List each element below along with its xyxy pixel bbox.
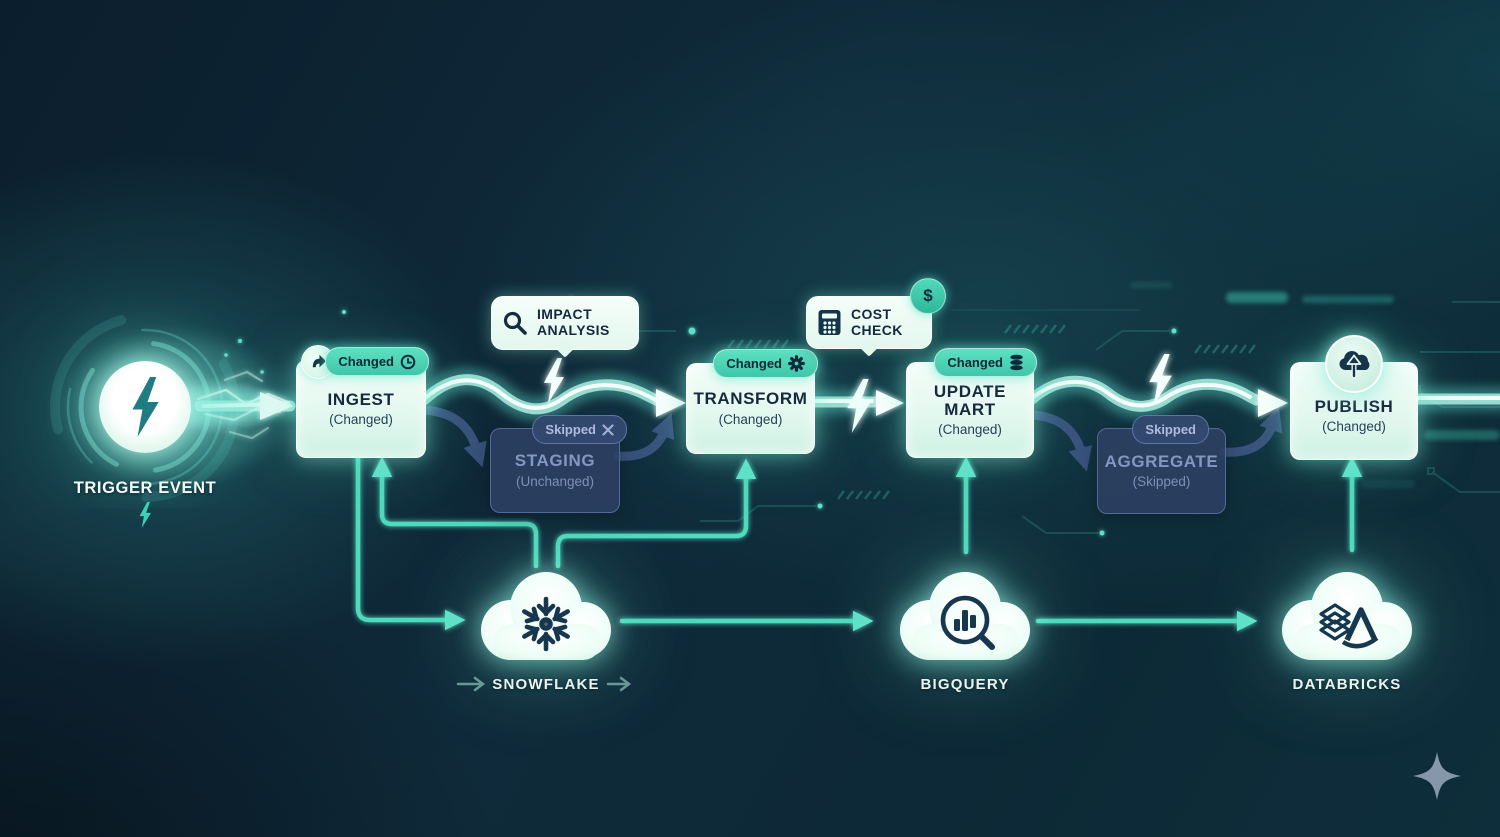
stage-publish: PUBLISH (Changed) — [1290, 335, 1418, 460]
databricks-layers-icon — [1319, 603, 1379, 649]
x-icon — [602, 423, 614, 436]
badge-label: Changed — [726, 356, 782, 371]
status-badge-changed: Changed — [325, 347, 429, 376]
label-arrow-decoration — [456, 676, 632, 692]
snowflake-icon — [522, 596, 570, 652]
callout-impact-analysis: IMPACT ANALYSIS — [491, 296, 639, 350]
warehouse-databricks — [1262, 558, 1432, 683]
warehouse-label-databricks: DATABRICKS — [1292, 676, 1402, 693]
gear-icon — [788, 355, 805, 372]
stage-aggregate: Skipped AGGREGATE (Skipped) — [1097, 415, 1226, 514]
stage-title: UPDATE MART — [933, 381, 1007, 419]
warehouse-bigquery — [880, 558, 1050, 683]
warehouse-connectors — [355, 453, 1363, 632]
badge-label: Changed — [947, 355, 1003, 370]
database-icon — [1010, 354, 1023, 371]
stage-title: PUBLISH — [1314, 396, 1394, 416]
badge-label: Skipped — [1145, 422, 1196, 437]
dollar-icon: $ — [910, 278, 946, 314]
stage-title: STAGING — [514, 451, 596, 471]
bigquery-magnifier-chart-icon — [940, 595, 995, 650]
stage-subtitle: (Changed) — [718, 411, 783, 427]
lightning-bolt-icon — [132, 377, 159, 437]
badge-label: Changed — [338, 354, 394, 369]
stage-subtitle: (Changed) — [1322, 419, 1386, 435]
badge-label: Skipped — [545, 422, 596, 437]
stage-update-mart: Changed UPDATE MART (Changed) — [906, 348, 1037, 458]
status-badge-skipped: Skipped — [532, 415, 627, 444]
stage-subtitle: (Changed) — [329, 412, 393, 428]
clock-icon — [400, 354, 416, 369]
trigger-event-label: TRIGGER EVENT — [73, 479, 217, 497]
stage-ingest: Changed INGEST (Changed) — [296, 345, 429, 458]
status-badge-skipped: Skipped — [1132, 415, 1209, 444]
sparkle-icon — [1413, 752, 1461, 800]
calculator-icon — [818, 310, 841, 335]
stage-title: TRANSFORM — [693, 389, 808, 409]
stage-staging: Skipped STAGING (Unchanged) — [490, 415, 627, 513]
skipped-path-connectors — [419, 405, 1283, 472]
stage-transform: Changed TRANSFORM (Changed) — [686, 349, 818, 454]
warehouse-label-bigquery: BIGQUERY — [920, 676, 1010, 693]
status-badge-changed: Changed — [934, 348, 1037, 377]
status-badge-changed: Changed — [713, 349, 818, 378]
warehouse-label-snowflake: SNOWFLAKE — [492, 676, 600, 693]
callout-label: COST CHECK — [851, 305, 903, 338]
callout-label: IMPACT ANALYSIS — [537, 306, 610, 338]
stage-subtitle: (Changed) — [938, 422, 1002, 438]
stage-title: AGGREGATE — [1104, 451, 1219, 471]
stage-subtitle: (Unchanged) — [515, 473, 595, 489]
trigger-event-node — [99, 361, 191, 453]
lightning-bolt-icon — [139, 502, 151, 528]
warehouse-snowflake — [461, 558, 631, 683]
cloud-upload-icon — [1325, 335, 1383, 393]
stage-title: INGEST — [327, 389, 395, 409]
callout-cost-check: $ COST CHECK — [806, 278, 946, 349]
stage-subtitle: (Skipped) — [1132, 474, 1191, 490]
magnifier-icon — [503, 311, 527, 335]
